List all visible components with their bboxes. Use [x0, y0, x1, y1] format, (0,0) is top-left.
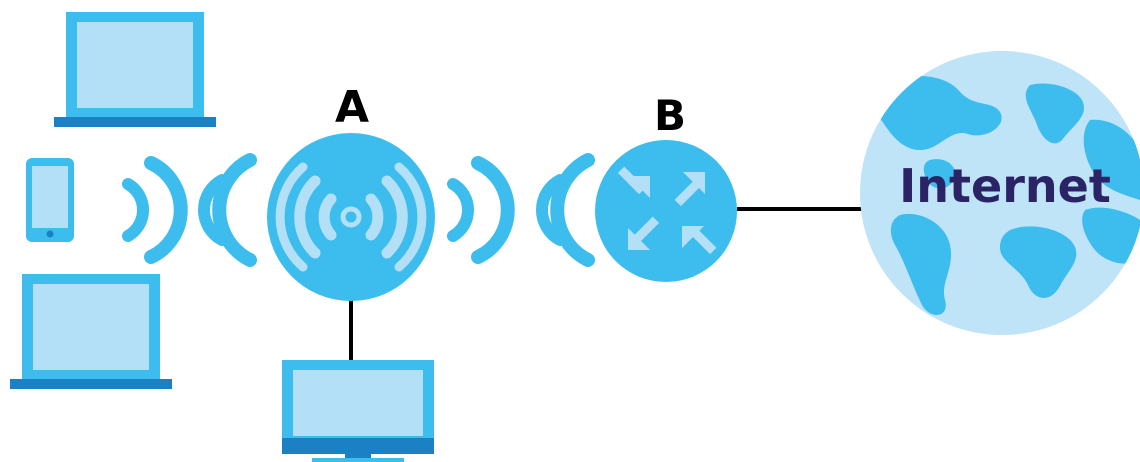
router-label: B: [654, 91, 686, 140]
laptop-icon: [10, 274, 172, 389]
internet-label: Internet: [899, 159, 1111, 213]
wireless-signal-left-icon: [122, 153, 257, 267]
router-icon: [595, 140, 737, 282]
globe-icon: Internet: [860, 51, 1140, 335]
wireless-signal-right-icon: [447, 153, 595, 267]
smartphone-icon: [26, 158, 74, 242]
desktop-monitor-icon: [282, 360, 434, 462]
access-point-label: A: [335, 82, 369, 133]
laptop-icon: [54, 12, 216, 127]
wireless-access-point-icon: [267, 133, 435, 301]
